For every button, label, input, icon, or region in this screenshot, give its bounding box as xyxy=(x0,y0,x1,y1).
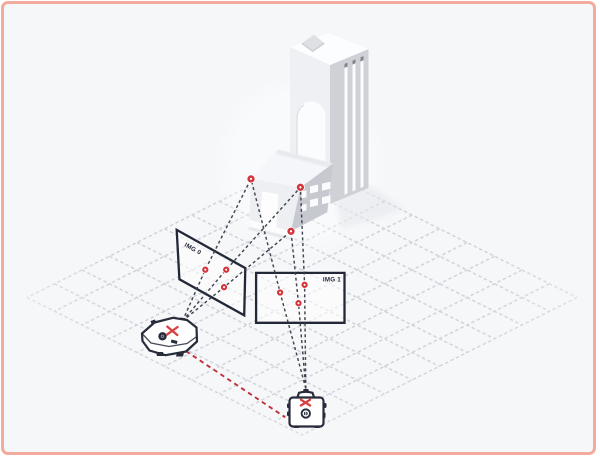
grid-line xyxy=(246,269,523,409)
grid-line xyxy=(136,214,413,354)
annex-right-face xyxy=(291,163,333,232)
tower-arch-door xyxy=(297,101,326,166)
annex-roof-junction-shadow xyxy=(276,149,333,168)
grid-line xyxy=(54,283,330,422)
camera-1 xyxy=(287,389,327,428)
camera-0-foot xyxy=(176,352,184,357)
grid-line xyxy=(219,255,495,395)
img-1-plane xyxy=(254,271,346,324)
grid-line xyxy=(191,214,468,354)
tower-arch-reveal xyxy=(296,104,305,165)
img-1-point-2 xyxy=(295,300,302,307)
world-point-1 xyxy=(296,183,305,191)
camera-1-x-mark xyxy=(299,398,312,407)
annex-window xyxy=(322,181,331,191)
camera-0-slab-edge xyxy=(142,334,198,348)
camera-0-lens-center xyxy=(161,335,164,337)
camera-0-button xyxy=(170,339,178,344)
annex-window xyxy=(310,184,318,194)
tower-stripe-cap xyxy=(344,62,348,68)
camera-0-foot xyxy=(156,352,164,356)
grid-line xyxy=(26,296,303,436)
grid-line xyxy=(81,269,358,409)
img-0-plane xyxy=(175,227,247,318)
annex-plinth xyxy=(249,218,293,238)
tower-stripe-cap xyxy=(360,56,364,62)
tower-stripe-cap xyxy=(352,59,356,65)
annex-window xyxy=(322,195,331,205)
img-0-point-1 xyxy=(223,266,230,273)
grid-line xyxy=(301,296,578,436)
roof-hatch-edge xyxy=(301,42,325,53)
annex-plinth-edge xyxy=(248,227,292,240)
camera-1-lens-slit xyxy=(305,411,307,416)
annex-window xyxy=(301,190,307,199)
img-1-point-0 xyxy=(276,289,284,296)
annex-window xyxy=(310,198,318,208)
tower-stripe xyxy=(344,62,348,195)
keypoint-markers xyxy=(201,174,309,308)
tower-right-face xyxy=(330,49,369,204)
camera-0-viewfinder-nub xyxy=(150,319,156,324)
tower-stripe xyxy=(360,56,364,189)
img-1-label: IMG 1 xyxy=(323,277,341,284)
world-point-2 xyxy=(287,227,295,235)
world-point-0 xyxy=(247,175,255,183)
grid-line xyxy=(109,255,385,395)
img-1-point-1 xyxy=(301,281,308,288)
tower-stripe xyxy=(352,59,356,192)
img-0-point-2 xyxy=(220,284,228,291)
annex-window xyxy=(301,203,307,212)
grid-line xyxy=(191,241,468,381)
img-0-point-0 xyxy=(202,266,209,273)
building xyxy=(249,33,369,232)
camera-0 xyxy=(140,316,199,357)
camera-0-body xyxy=(140,316,199,357)
ray-cam0-p0 xyxy=(181,178,252,322)
grid-line xyxy=(274,283,550,422)
camera-0-x-mark xyxy=(165,325,179,336)
annex-door xyxy=(260,191,279,228)
grid-line xyxy=(164,228,440,367)
